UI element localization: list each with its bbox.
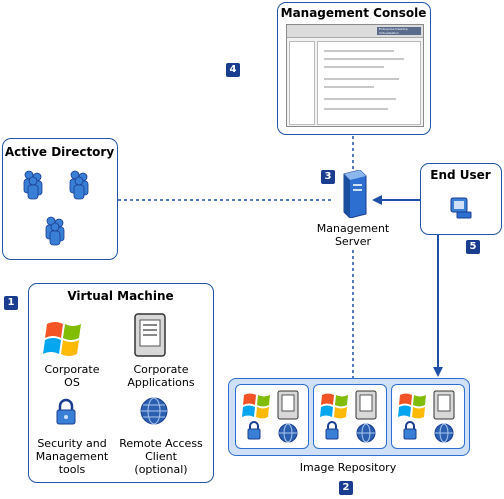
active-directory-box: Active Directory <box>2 138 118 260</box>
padlock-icon <box>56 398 76 425</box>
server-icon <box>343 170 367 218</box>
globe-icon <box>140 397 168 425</box>
user-computer-icon <box>450 197 472 219</box>
server-label-line2: Server <box>334 235 372 248</box>
management-console-box: Management Console Enterprise Desktop Vi… <box>277 2 431 135</box>
repository-image-2 <box>313 384 387 449</box>
virtual-machine-box: Virtual Machine Corporate OS Corporate A… <box>28 283 214 483</box>
vm-item1-line2: OS <box>64 376 80 389</box>
mini-windows-logo-icon <box>242 393 270 419</box>
vm-item3-line3: tools <box>58 463 86 476</box>
windows-logo-icon <box>43 322 81 356</box>
end-user-box: End User <box>420 163 502 235</box>
applications-window-icon <box>134 313 166 357</box>
vm-item4-line3: (optional) <box>134 463 188 476</box>
vm-item3-line2: Management <box>35 450 109 463</box>
mini-windows-logo-icon <box>398 393 426 419</box>
vm-item3-line1: Security and <box>37 437 107 450</box>
badge-4: 4 <box>226 63 240 77</box>
users-group-icon <box>23 170 89 246</box>
mini-padlock-icon <box>403 421 417 440</box>
console-main <box>317 41 421 125</box>
image-repository-label: Image Repository <box>299 461 397 474</box>
repository-image-1 <box>235 384 309 449</box>
mini-padlock-icon <box>325 421 339 440</box>
console-screenshot: Enterprise Desktop Virtualization <box>286 24 424 127</box>
image-repository <box>228 378 470 456</box>
vm-item2-line1: Corporate <box>133 363 189 376</box>
badge-3: 3 <box>321 170 335 184</box>
mini-globe-icon <box>434 423 454 443</box>
vm-item4-line1: Remote Access <box>119 437 203 450</box>
console-caption: Enterprise Desktop Virtualization <box>379 27 408 35</box>
mini-applications-icon <box>277 390 299 420</box>
mini-globe-icon <box>356 423 376 443</box>
mini-windows-logo-icon <box>320 393 348 419</box>
active-directory-title: Active Directory <box>4 145 115 159</box>
badge-2: 2 <box>339 481 353 495</box>
badge-5: 5 <box>466 240 480 254</box>
vm-item2-line2: Applications <box>127 376 195 389</box>
mini-padlock-icon <box>247 421 261 440</box>
console-banner <box>377 27 421 35</box>
vm-item1-line1: Corporate <box>44 363 100 376</box>
badge-1: 1 <box>4 296 18 310</box>
mini-applications-icon <box>355 390 377 420</box>
console-nav <box>289 41 315 125</box>
server-label-line1: Management <box>316 222 390 235</box>
repository-image-3 <box>391 384 465 449</box>
management-console-title: Management Console <box>280 6 427 20</box>
mini-applications-icon <box>433 390 455 420</box>
end-user-title: End User <box>430 168 491 182</box>
virtual-machine-title: Virtual Machine <box>67 289 174 303</box>
vm-item4-line2: Client <box>145 450 177 463</box>
mini-globe-icon <box>278 423 298 443</box>
